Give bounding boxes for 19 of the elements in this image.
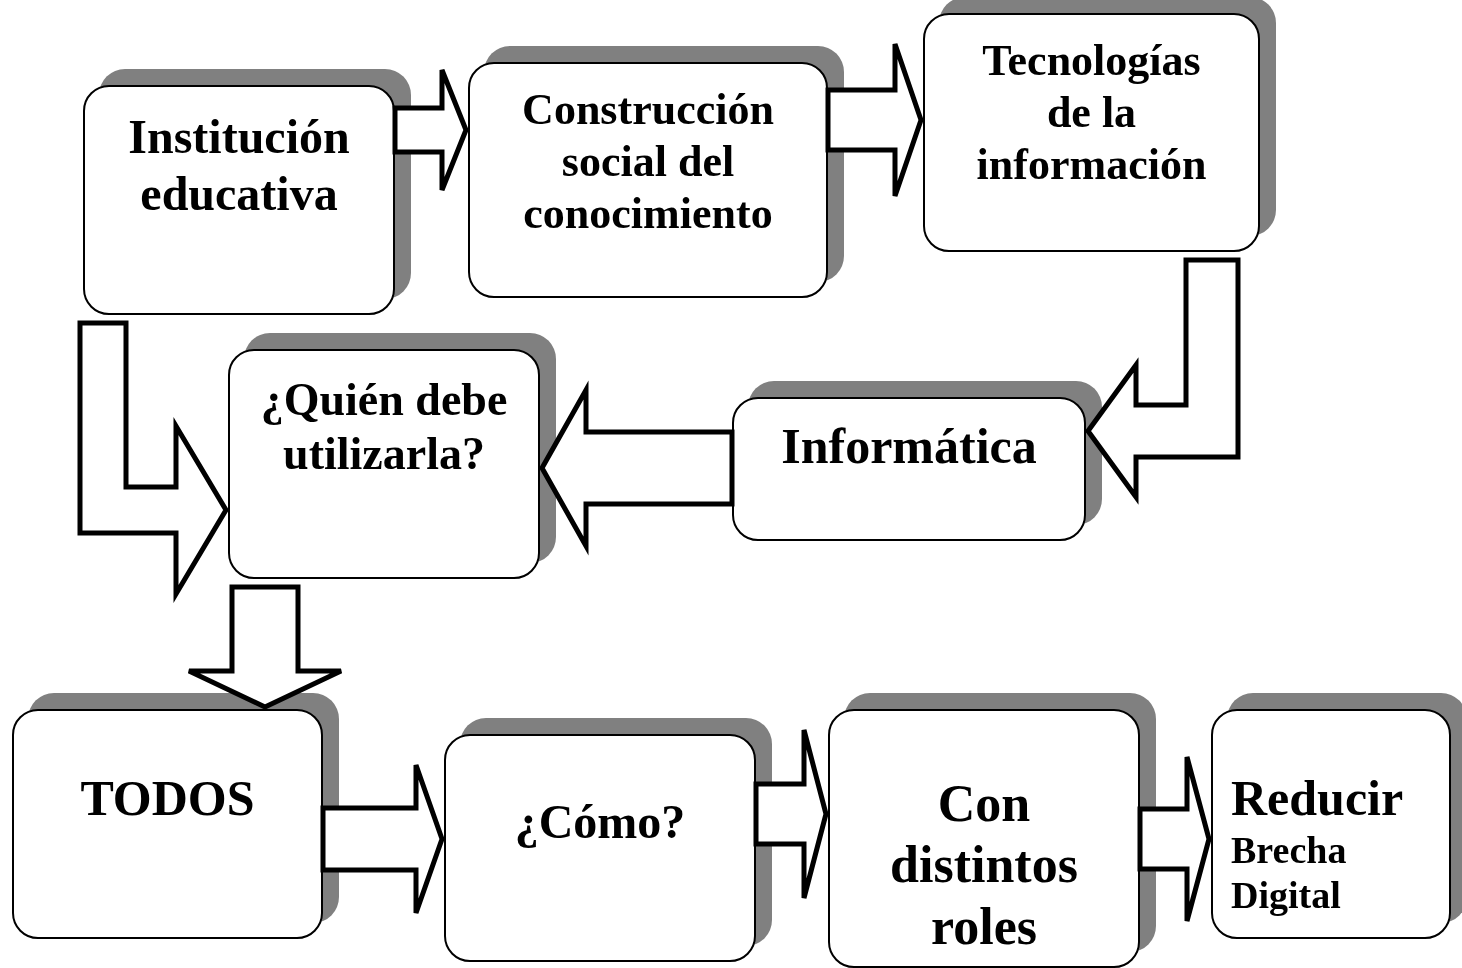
block-arrow bbox=[320, 762, 445, 916]
block-arrow bbox=[186, 584, 344, 710]
box-label: ¿Cómo? bbox=[514, 794, 686, 850]
block-arrow bbox=[825, 41, 924, 199]
box-label: Con distintos roles bbox=[889, 774, 1079, 957]
box-label: Institución educativa bbox=[127, 109, 351, 222]
box-label: Informática bbox=[781, 417, 1037, 476]
box-label: ¿Quién debe utilizarla? bbox=[259, 373, 509, 482]
box-label: TODOS bbox=[80, 769, 255, 828]
box-label: Construcción social del conocimiento bbox=[521, 84, 775, 240]
box-label: Tecnologías de la información bbox=[975, 35, 1208, 191]
box-label: Brecha Digital bbox=[1231, 828, 1348, 918]
block-arrow bbox=[1084, 257, 1241, 505]
box-label: Reducir bbox=[1231, 769, 1404, 828]
block-arrow bbox=[1137, 754, 1212, 924]
block-arrow bbox=[77, 320, 229, 604]
block-arrow bbox=[392, 67, 469, 193]
block-arrow bbox=[539, 380, 735, 556]
block-arrow bbox=[753, 727, 829, 901]
